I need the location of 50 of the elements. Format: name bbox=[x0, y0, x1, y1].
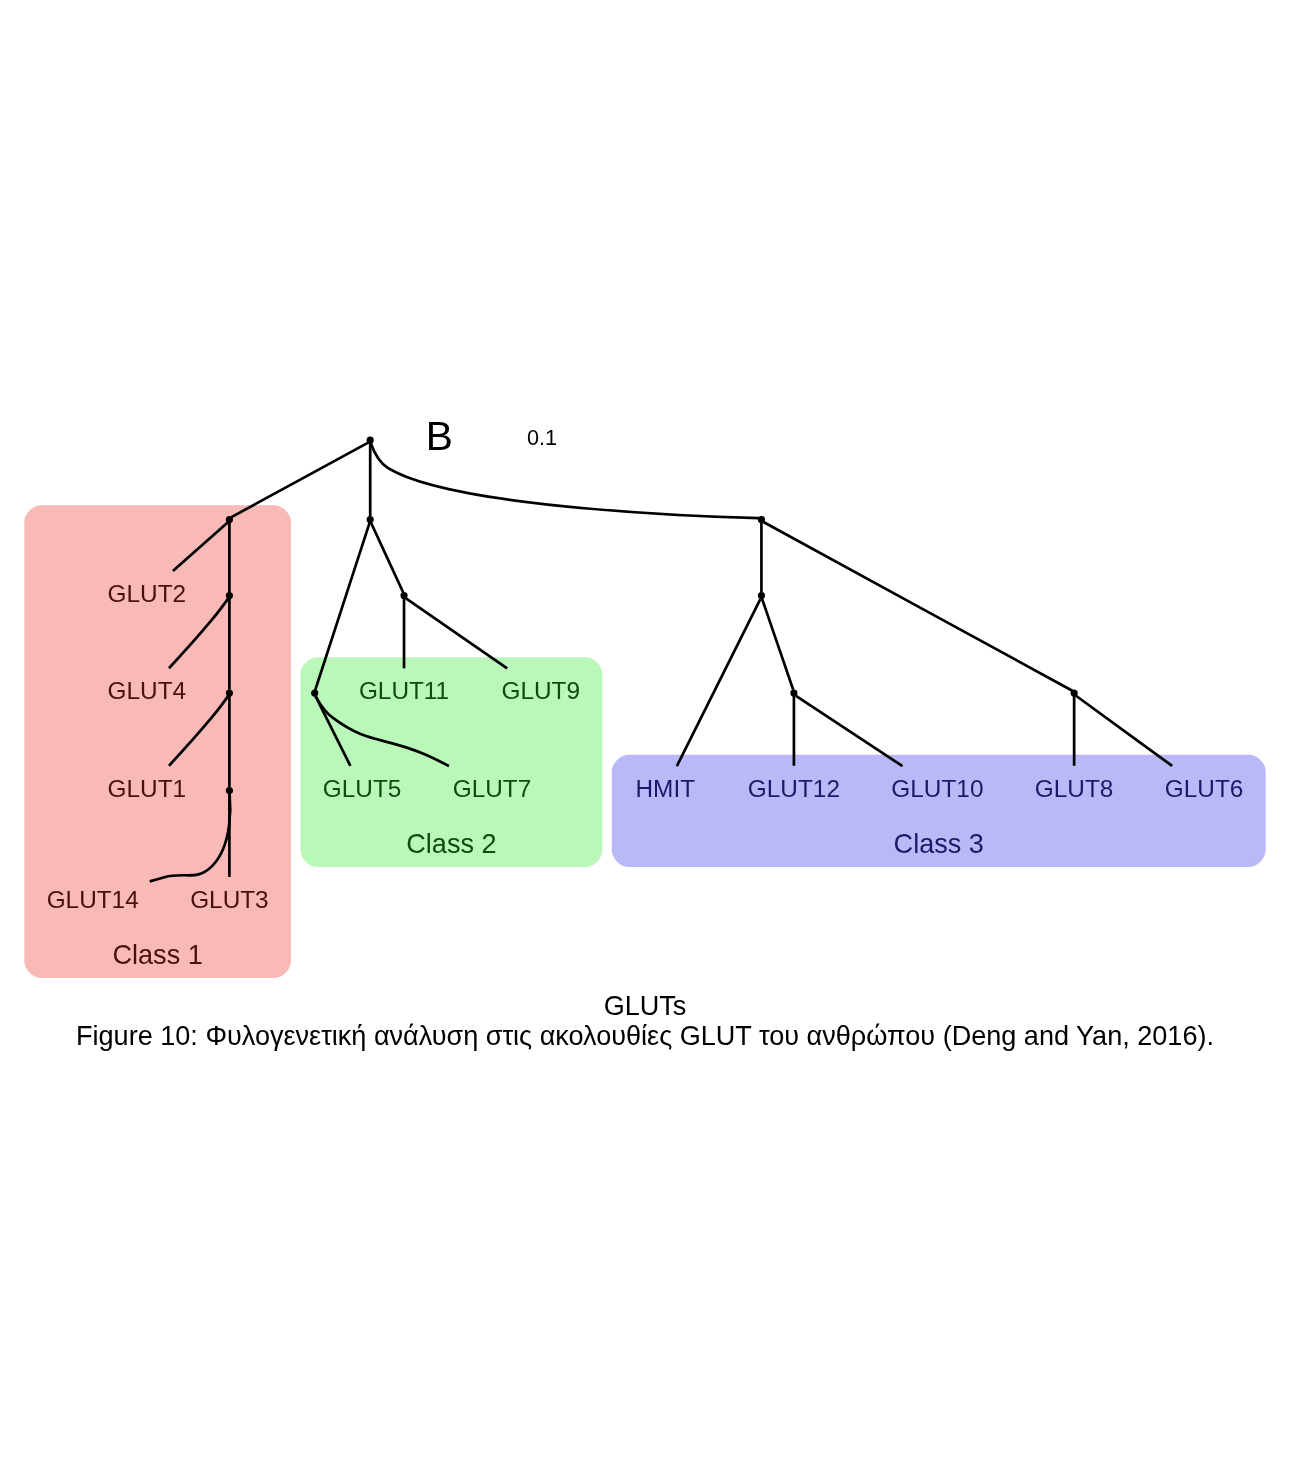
connector bbox=[760, 597, 795, 690]
connector bbox=[369, 442, 759, 520]
connector bbox=[228, 793, 231, 877]
connector bbox=[228, 598, 231, 690]
node-text: GLUT14 bbox=[46, 885, 139, 913]
node-text: GLUT5 bbox=[322, 774, 402, 801]
node-point bbox=[757, 591, 766, 599]
connector bbox=[1072, 695, 1076, 766]
connector bbox=[172, 520, 229, 572]
connector bbox=[760, 522, 763, 592]
connector bbox=[369, 521, 405, 593]
label: B bbox=[425, 412, 453, 459]
node-text: GLUT4 bbox=[107, 676, 187, 704]
node-point bbox=[225, 591, 233, 599]
connector bbox=[228, 522, 231, 592]
connector bbox=[228, 695, 231, 787]
connector bbox=[792, 695, 796, 766]
connector bbox=[230, 440, 369, 518]
node-point bbox=[225, 786, 233, 794]
node-point bbox=[790, 688, 798, 697]
node-text: GLUT10 bbox=[891, 774, 984, 801]
node-point bbox=[225, 515, 233, 523]
connector bbox=[402, 598, 406, 668]
node-text: GLUT7 bbox=[452, 774, 532, 801]
node-point bbox=[1070, 688, 1078, 697]
connector bbox=[149, 793, 232, 883]
node-text: GLUT2 bbox=[107, 579, 187, 607]
node-point bbox=[400, 591, 408, 599]
diagram-title: GLUTs bbox=[603, 989, 687, 1021]
connector bbox=[314, 695, 450, 767]
connector bbox=[168, 597, 230, 669]
node-text: GLUT1 bbox=[107, 774, 187, 801]
node-text: HMIT bbox=[635, 774, 696, 801]
connector bbox=[762, 520, 1073, 692]
connector bbox=[368, 442, 372, 516]
node-text: GLUT3 bbox=[190, 885, 269, 913]
connector bbox=[168, 694, 230, 767]
node-point bbox=[311, 688, 319, 697]
node-text: GLUT12 bbox=[747, 774, 840, 801]
node-text: GLUT8 bbox=[1034, 774, 1114, 801]
node-text: GLUT9 bbox=[501, 676, 581, 704]
caption: Figure 10: Φυλογενετική ανάλυση στις ακολουθίες GLUT του ανθρώπου (Deng and Yan, 2016). bbox=[76, 1019, 1214, 1051]
node-point bbox=[225, 688, 233, 697]
label: 0.1 bbox=[527, 424, 558, 450]
node-point bbox=[366, 515, 374, 523]
node-point bbox=[366, 436, 374, 444]
node-point bbox=[757, 515, 766, 523]
node-text: GLUT6 bbox=[1164, 774, 1244, 801]
connector bbox=[313, 521, 371, 690]
node-text: GLUT11 bbox=[358, 676, 450, 704]
